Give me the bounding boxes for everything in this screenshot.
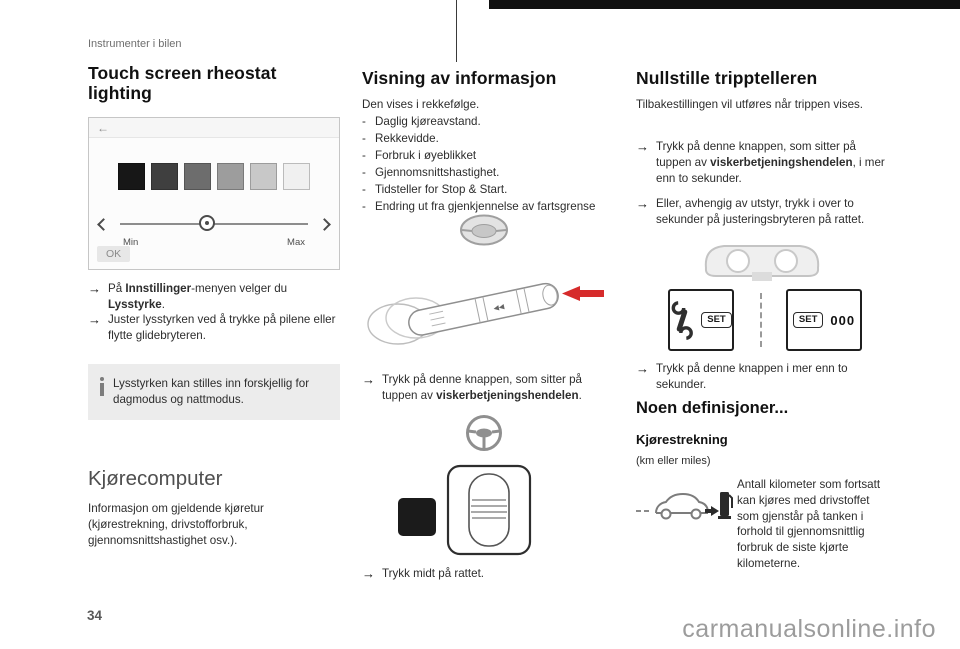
instruction-arrow-icon: → — [362, 372, 375, 387]
dash: - — [362, 183, 366, 197]
dash: - — [362, 115, 366, 128]
list-item: -Rekkevidde. — [362, 131, 614, 146]
instruction-arrow-icon: → — [636, 139, 649, 154]
section-heading-display-info: Visning av informasjon — [362, 68, 557, 88]
steering-roller-illustration — [398, 464, 532, 556]
trip-reset-intro: Tilbakestillingen vil utføres når trippe… — [636, 98, 864, 111]
dash: - — [362, 166, 366, 180]
slider-track — [120, 215, 308, 231]
info-note: Lysstyrken kan stilles inn forskjellig f… — [88, 364, 340, 420]
dashed-separator — [760, 293, 762, 347]
chevron-left-icon — [97, 217, 110, 231]
list-item-text: Tidsteller for Stop & Start. — [375, 183, 508, 197]
list-item: -Daglig kjøreavstand. — [362, 114, 614, 129]
instruction-arrow-icon: → — [636, 361, 649, 376]
dash: - — [362, 149, 366, 163]
wiper-stalk-illustration: ◀◀ — [367, 282, 604, 345]
list-item-text: Rekkevidde. — [375, 132, 439, 146]
page-number: 34 — [87, 608, 103, 623]
section-heading-trip-computer: Kjørecomputer — [88, 467, 223, 490]
instrument-cluster-illustration — [704, 245, 820, 281]
brightness-swatch — [250, 163, 277, 190]
trip-counter-value: 000 — [830, 312, 856, 328]
ok-button: OK — [97, 246, 131, 262]
instruction-text: Trykk midt på rattet. — [382, 567, 485, 580]
instruction-step: → Trykk midt på rattet. — [362, 566, 610, 582]
instruction-arrow-icon: → — [362, 566, 375, 581]
subheading-range: Kjørestrekning — [636, 432, 728, 447]
instruction-step: → Juster lysstyrken ved å trykke på pile… — [88, 312, 340, 344]
instruction-text: Trykk på denne knappen, som sitter på tu… — [382, 373, 582, 402]
set-button-label: SET — [792, 311, 824, 329]
section-heading-trip-reset: Nullstille tripptelleren — [636, 68, 818, 88]
instruction-step: → Trykk på denne knappen, som sitter på … — [636, 139, 888, 186]
instruction-text: Juster lysstyrken ved å trykke på pilene… — [108, 313, 336, 342]
chapter-tab-bar — [489, 0, 960, 9]
instruction-arrow-icon: → — [88, 312, 101, 327]
steering-wheel-icon — [460, 214, 508, 246]
section-heading-definitions: Noen definisjoner... — [636, 399, 789, 417]
brightness-slider — [97, 215, 331, 233]
brightness-swatch — [283, 163, 310, 190]
list-item-text: Endring ut fra gjenkjennelse av fartsgre… — [375, 200, 596, 214]
instruction-text: På Innstillinger-menyen velger du Lyssty… — [108, 282, 288, 311]
list-item-text: Forbruk i øyeblikket — [375, 149, 477, 163]
instruction-step: → På Innstillinger-menyen velger du Lyss… — [88, 281, 340, 313]
list-item: -Tidsteller for Stop & Start. — [362, 182, 614, 197]
watermark: carmanualsonline.info — [682, 615, 936, 643]
callout-arrow-tail — [578, 290, 604, 297]
slider-knob — [198, 215, 215, 231]
set-button-box-stalk: SET — [668, 289, 734, 351]
list-item-text: Daglig kjøreavstand. — [375, 115, 481, 128]
screen-header: ← — [89, 118, 339, 138]
list-item: -Gjennomsnittshastighet. — [362, 165, 614, 180]
car-fuel-range-icon — [636, 492, 733, 520]
wrench-icon — [671, 301, 694, 340]
unit-note: (km eller miles) — [636, 455, 711, 467]
touchscreen-illustration: ← Min Max OK — [88, 117, 340, 270]
brightness-swatch — [217, 163, 244, 190]
brightness-swatch — [118, 163, 145, 190]
chevron-right-icon — [318, 217, 331, 231]
chapter-label: Instrumenter i bilen — [88, 38, 182, 50]
set-button-label: SET — [701, 311, 732, 329]
trip-computer-body: Informasjon om gjeldende kjøretur (kjøre… — [88, 502, 264, 547]
instruction-arrow-icon: → — [636, 196, 649, 211]
instruction-step: → Trykk på denne knappen, som sitter på … — [362, 372, 614, 404]
range-definition-body: Antall kilometer som fortsatt kan kjøres… — [737, 478, 881, 570]
instruction-step: → Eller, avhengig av utstyr, trykk i ove… — [636, 196, 888, 228]
list-item: -Endring ut fra gjenkjennelse av fartsgr… — [362, 199, 614, 214]
callout-arrow-icon — [562, 286, 580, 301]
slider-knob-dot — [204, 221, 209, 225]
set-button-box-display: SET 000 — [786, 289, 862, 351]
stalk-marks: ◀◀ — [493, 303, 506, 312]
list-item: -Forbruk i øyeblikket — [362, 148, 614, 163]
dash: - — [362, 132, 366, 146]
brightness-swatches — [118, 163, 310, 190]
display-info-list: -Daglig kjøreavstand. -Rekkevidde. -Forb… — [362, 114, 614, 216]
instruction-text: Trykk på denne knappen, som sitter på tu… — [656, 140, 885, 185]
instruction-text: Trykk på denne knappen i mer enn to seku… — [656, 362, 848, 391]
instruction-arrow-icon: → — [88, 281, 101, 296]
min-label: Min — [123, 237, 139, 248]
back-arrow-icon: ← — [97, 120, 109, 135]
display-info-intro: Den vises i rekkefølge. — [362, 98, 480, 111]
instruction-step: → Trykk på denne knappen i mer enn to se… — [636, 361, 886, 393]
top-divider-line — [456, 0, 457, 62]
brightness-swatch — [184, 163, 211, 190]
list-item-text: Gjennomsnittshastighet. — [375, 166, 500, 180]
dash: - — [362, 200, 366, 214]
instruction-text: Eller, avhengig av utstyr, trykk i over … — [656, 197, 865, 226]
max-label: Max — [287, 237, 305, 248]
info-note-text: Lysstyrken kan stilles inn forskjellig f… — [113, 377, 310, 406]
brightness-swatch — [151, 163, 178, 190]
info-icon — [100, 377, 104, 408]
steering-wheel-icon — [466, 415, 502, 451]
section-heading-rheostat: Touch screen rheostat lighting — [88, 63, 277, 104]
